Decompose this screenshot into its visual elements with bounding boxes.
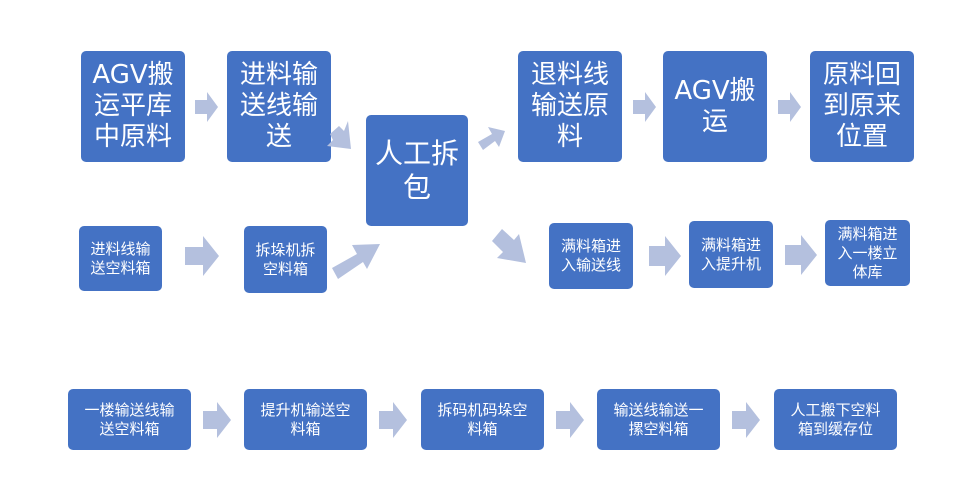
node-lift-empty-box: 提升机输送空 料箱 (244, 389, 367, 450)
node-manual-unpack: 人工拆 包 (366, 115, 468, 226)
arrow-n4-n5 (633, 92, 656, 122)
arrow-n9-n10 (649, 236, 681, 276)
node-agv-move: AGV搬 运 (663, 51, 767, 162)
node-feed-conveyor: 进料输 送线输 送 (227, 51, 331, 162)
arrow-n10-n11 (785, 235, 817, 275)
node-full-box-lift: 满料箱进 入提升机 (689, 221, 773, 288)
node-full-box-warehouse: 满料箱进 入一楼立 体库 (825, 220, 910, 286)
node-feed-empty-box: 进料线输 送空料箱 (79, 226, 162, 291)
arrow-n7-n8 (185, 236, 219, 276)
arrow-n3-n9 (492, 229, 526, 263)
node-destacker: 拆垛机拆 空料箱 (244, 226, 327, 293)
node-manual-unload-buffer: 人工搬下空料 箱到缓存位 (774, 389, 897, 450)
arrow-n1-n2 (195, 92, 218, 122)
node-agv-move-raw-material: AGV搬 运平库 中原料 (81, 51, 185, 162)
node-full-box-conveyor: 满料箱进 入输送线 (549, 223, 633, 289)
node-floor1-conveyor-empty-box: 一楼输送线输 送空料箱 (68, 389, 191, 450)
node-stacker-empty-box: 拆码机码垛空 料箱 (421, 389, 544, 450)
arrow-n15-n16 (732, 402, 760, 438)
arrow-n5-n6 (778, 92, 801, 122)
node-material-return-origin: 原料回 到原来 位置 (810, 51, 914, 162)
arrow-n2-n3 (327, 121, 351, 149)
arrow-n12-n13 (203, 402, 231, 438)
arrow-n8-n3 (332, 244, 380, 279)
arrow-n13-n14 (379, 402, 407, 438)
node-conveyor-stack-empty-box: 输送线输送一 摞空料箱 (597, 389, 720, 450)
arrow-n14-n15 (556, 402, 584, 438)
node-return-conveyor: 退料线 输送原 料 (518, 51, 622, 162)
arrow-n3-n4 (478, 127, 505, 150)
